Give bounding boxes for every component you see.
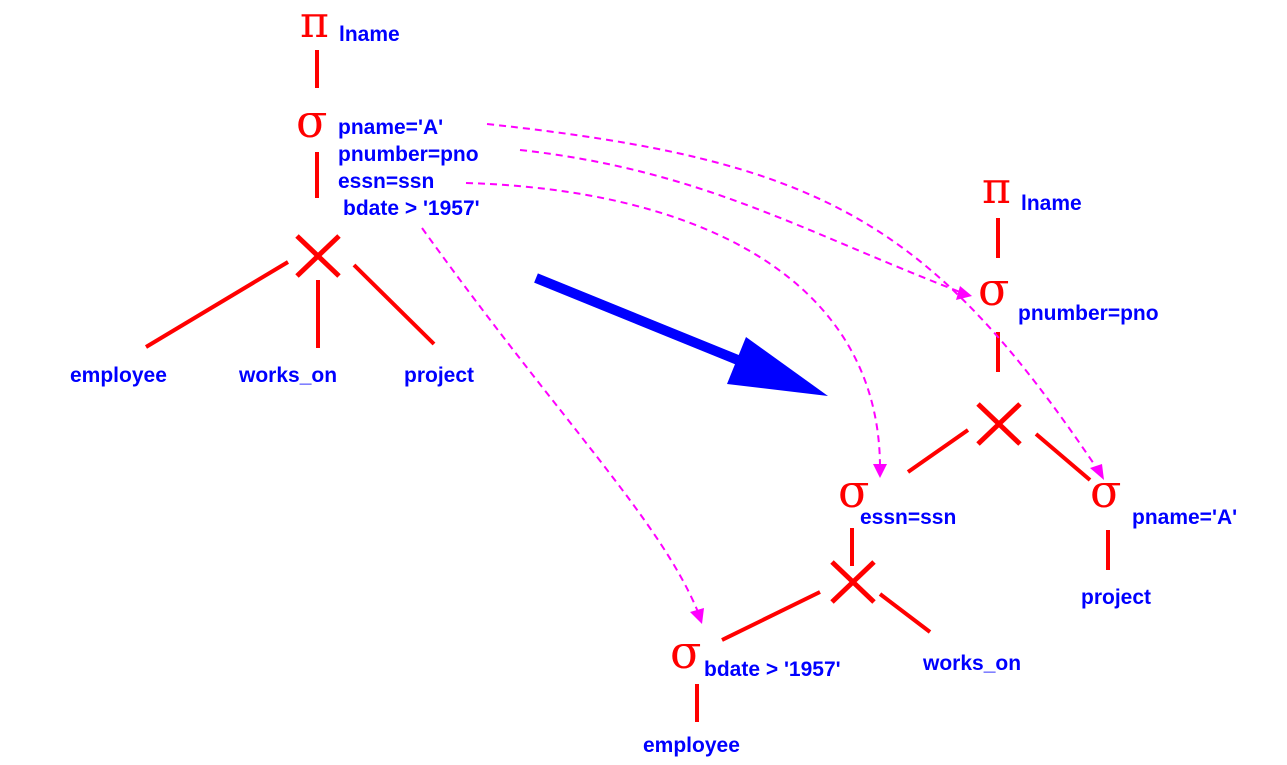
transform-arrow bbox=[534, 273, 828, 396]
mapping-bdate-head bbox=[690, 608, 704, 624]
mapping-pnumber-head bbox=[956, 286, 972, 300]
left-select-symbol: σ bbox=[296, 94, 327, 148]
left-edge-cross-employee bbox=[144, 260, 290, 349]
right-select-bdate-symbol: σ bbox=[670, 625, 701, 679]
right-relation-project: project bbox=[1081, 586, 1151, 609]
right-relation-employee: employee bbox=[643, 734, 740, 757]
mapping-pname-head bbox=[1090, 464, 1104, 480]
right-cross-product-bottom bbox=[830, 560, 876, 604]
mapping-essn bbox=[465, 182, 881, 469]
left-relation-works-on: works_on bbox=[238, 364, 337, 387]
mapping-pname bbox=[486, 123, 1099, 471]
left-project-symbol: π bbox=[300, 0, 329, 48]
right-edge-cross-works-on bbox=[878, 592, 932, 634]
left-condition-bdate: bdate > '1957' bbox=[343, 197, 480, 220]
right-project-attr: lname bbox=[1021, 192, 1082, 215]
left-relation-project: project bbox=[404, 364, 474, 387]
condition-mappings bbox=[421, 123, 1104, 624]
left-project-attr: lname bbox=[339, 23, 400, 46]
left-relation-employee: employee bbox=[70, 364, 167, 387]
left-cross-product bbox=[295, 234, 341, 278]
right-select-top-condition: pnumber=pno bbox=[1018, 302, 1159, 325]
right-query-tree: π lname σ pnumber=pno σ essn=ssn σ pname… bbox=[643, 163, 1237, 757]
right-select-bdate-condition: bdate > '1957' bbox=[704, 658, 841, 681]
left-condition-pnumber: pnumber=pno bbox=[338, 143, 479, 166]
mapping-bdate bbox=[421, 227, 699, 613]
right-project-symbol: π bbox=[982, 163, 1011, 214]
right-edge-cross-pname bbox=[1034, 432, 1092, 482]
left-edge-cross-project bbox=[352, 263, 436, 346]
right-select-top-symbol: σ bbox=[978, 262, 1009, 316]
mapping-essn-head bbox=[873, 464, 887, 478]
right-cross-product-top bbox=[976, 402, 1022, 446]
left-condition-essn: essn=ssn bbox=[338, 170, 434, 193]
right-relation-works-on: works_on bbox=[922, 652, 1021, 675]
right-edge-cross-bdate bbox=[721, 590, 821, 642]
right-select-pname-condition: pname='A' bbox=[1132, 506, 1237, 529]
mapping-pnumber bbox=[519, 149, 961, 293]
right-edge-cross-essn bbox=[906, 428, 970, 474]
right-select-essn-symbol: σ bbox=[838, 464, 869, 518]
left-condition-pname: pname='A' bbox=[338, 116, 443, 139]
right-select-essn-condition: essn=ssn bbox=[860, 506, 956, 529]
left-query-tree: π lname σ pname='A' pnumber=pno essn=ssn… bbox=[70, 0, 480, 387]
right-select-pname-symbol: σ bbox=[1090, 464, 1121, 518]
